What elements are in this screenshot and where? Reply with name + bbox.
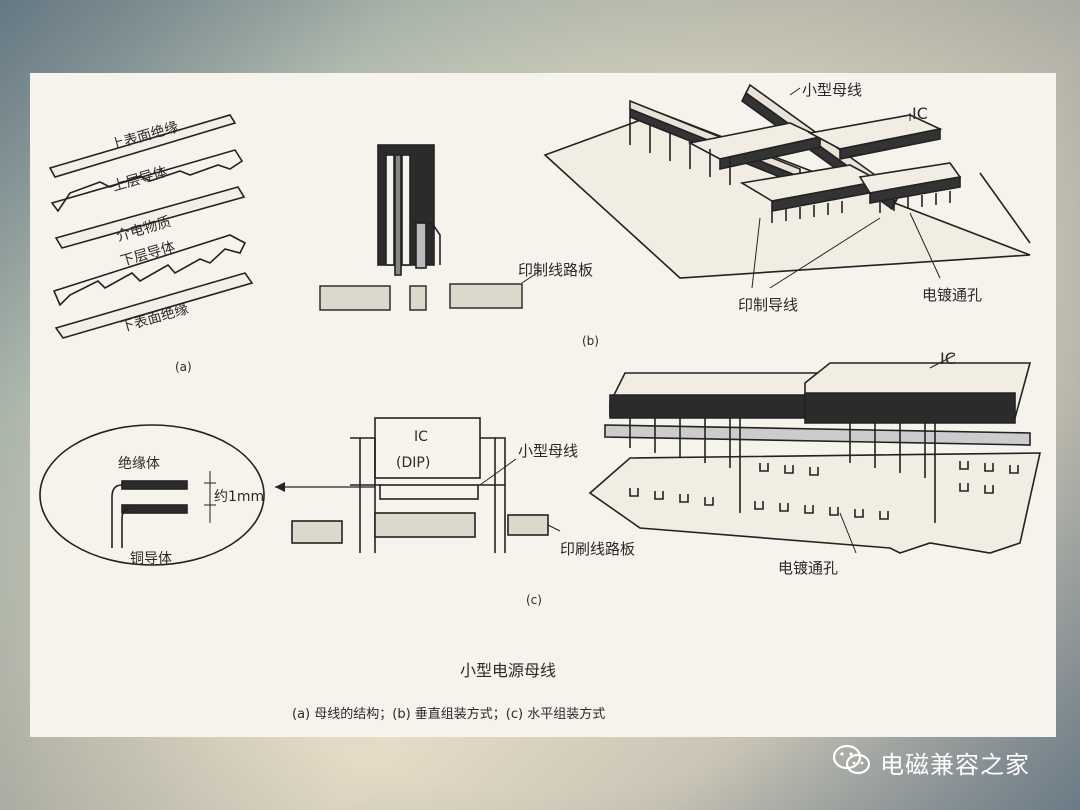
watermark: 电磁兼容之家 (832, 742, 1030, 782)
wechat-icon (832, 743, 872, 781)
bus-bar-diagram: 上表面绝缘 上层导体 介电物质 下层导体 下表面绝缘 (a) (39, 81, 1042, 722)
label-copper: 铜导体 (130, 551, 172, 567)
figure-a-layers (48, 114, 254, 339)
figure-c-dip-assembly (291, 417, 561, 553)
watermark-text: 电磁兼容之家 (880, 750, 1030, 779)
label-ic-b: IC (912, 104, 928, 123)
label-plated-hole-c: 电镀通孔 (778, 559, 838, 577)
magnified-detail (39, 424, 265, 566)
figure-c-horizontal-assembly (588, 354, 1042, 554)
figure-a-label: (a) (175, 360, 192, 374)
caption-title: 小型电源母线 (460, 661, 556, 680)
figure-b-leaders (751, 87, 941, 289)
pcb-leader-line (521, 270, 541, 284)
layer-label-upper-conductor: 上层导体 (111, 164, 169, 195)
label-pcb-c: 印刷线路板 (560, 540, 635, 558)
pcb-section-mid (409, 285, 427, 311)
label-insulator: 绝缘体 (118, 456, 160, 472)
label-ic-c: IC (940, 349, 956, 368)
label-traces-b: 印制导线 (738, 296, 798, 314)
slide-content: 上表面绝缘 上层导体 介电物质 下层导体 下表面绝缘 (a) (30, 73, 1056, 737)
label-dip: (DIP) (396, 455, 430, 471)
figure-b-label: (b) (582, 334, 599, 348)
vertical-bus-bar (377, 144, 441, 276)
caption-subtitle: (a) 母线的结构；(b) 垂直组装方式；(c) 水平组装方式 (292, 706, 605, 722)
figure-c-label: (c) (526, 593, 542, 607)
pcb-section-right (449, 283, 523, 309)
label-small-bus-b: 小型母线 (802, 81, 862, 99)
label-ic-dip: IC (414, 429, 428, 445)
magnify-arrowhead (275, 482, 285, 492)
label-small-bus-c: 小型母线 (518, 442, 578, 460)
pcb-section-left (319, 285, 391, 311)
label-spacing: 约1mm (214, 489, 264, 505)
figure-b-assembly (543, 83, 1031, 279)
label-pcb-b: 印制线路板 (518, 261, 593, 279)
label-plated-hole-b: 电镀通孔 (922, 286, 982, 304)
